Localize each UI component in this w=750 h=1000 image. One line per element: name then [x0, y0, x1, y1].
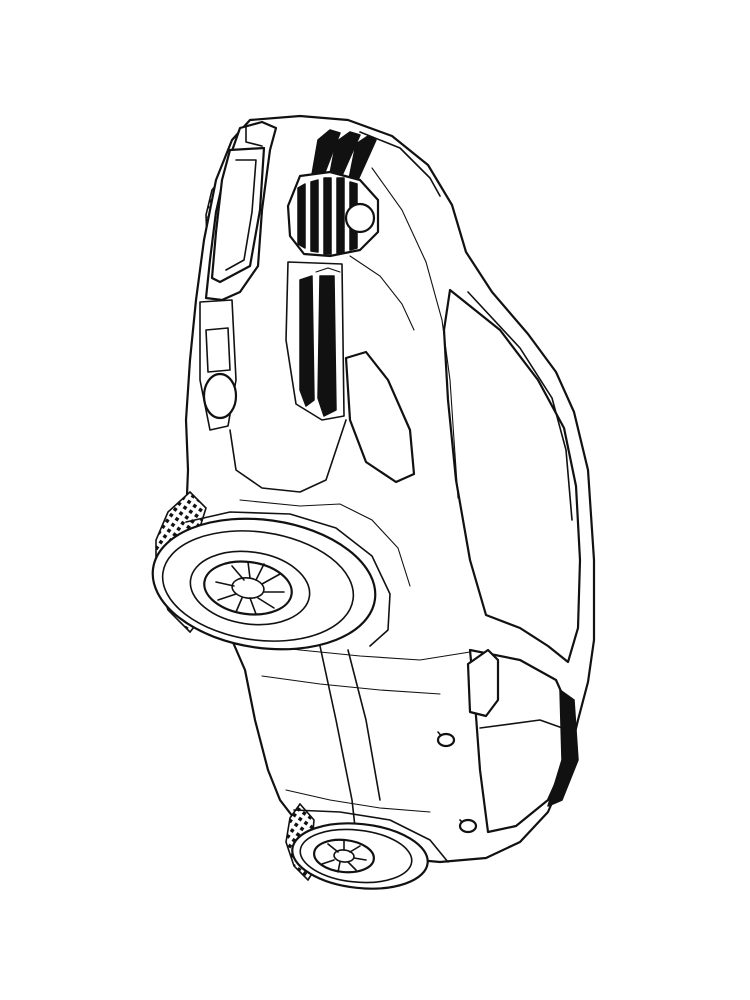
bumper-panel [199, 299, 237, 431]
lower-intake-vent-right [317, 275, 337, 417]
door-line-2 [347, 649, 381, 801]
body-side-line-2 [261, 675, 441, 695]
window-pillar [547, 689, 579, 807]
hood-contour [359, 131, 441, 197]
side-mirror [466, 648, 500, 718]
roof-edge [467, 291, 573, 521]
front-wheel-spokes [215, 561, 285, 615]
door-handle-front [436, 731, 456, 748]
front-wheel [151, 517, 377, 651]
lower-intake-lip [315, 267, 341, 273]
headlight-inner [225, 159, 257, 271]
door-handle-rear [458, 818, 478, 834]
bumper-step [245, 123, 263, 147]
lower-intake-vent-left [299, 275, 315, 407]
bumper-slot [205, 327, 231, 373]
fog-light [202, 372, 238, 420]
front-wheel-arch [185, 511, 391, 647]
hood-crease-1 [371, 167, 459, 499]
rear-wheel-arch [293, 809, 449, 863]
door-line [319, 645, 357, 837]
headlight [210, 146, 266, 284]
window-trim [479, 719, 569, 731]
lower-intake-surround [285, 261, 345, 421]
front-fender-line [229, 419, 347, 493]
grille-emblem [344, 202, 376, 234]
rear-wheel-spokes [321, 839, 367, 873]
hood-crease-2 [349, 255, 415, 331]
side-vent [344, 350, 416, 484]
sill-line [285, 789, 431, 813]
rear-wheel [291, 822, 429, 890]
fender-crease [239, 499, 411, 587]
windshield [442, 288, 582, 664]
